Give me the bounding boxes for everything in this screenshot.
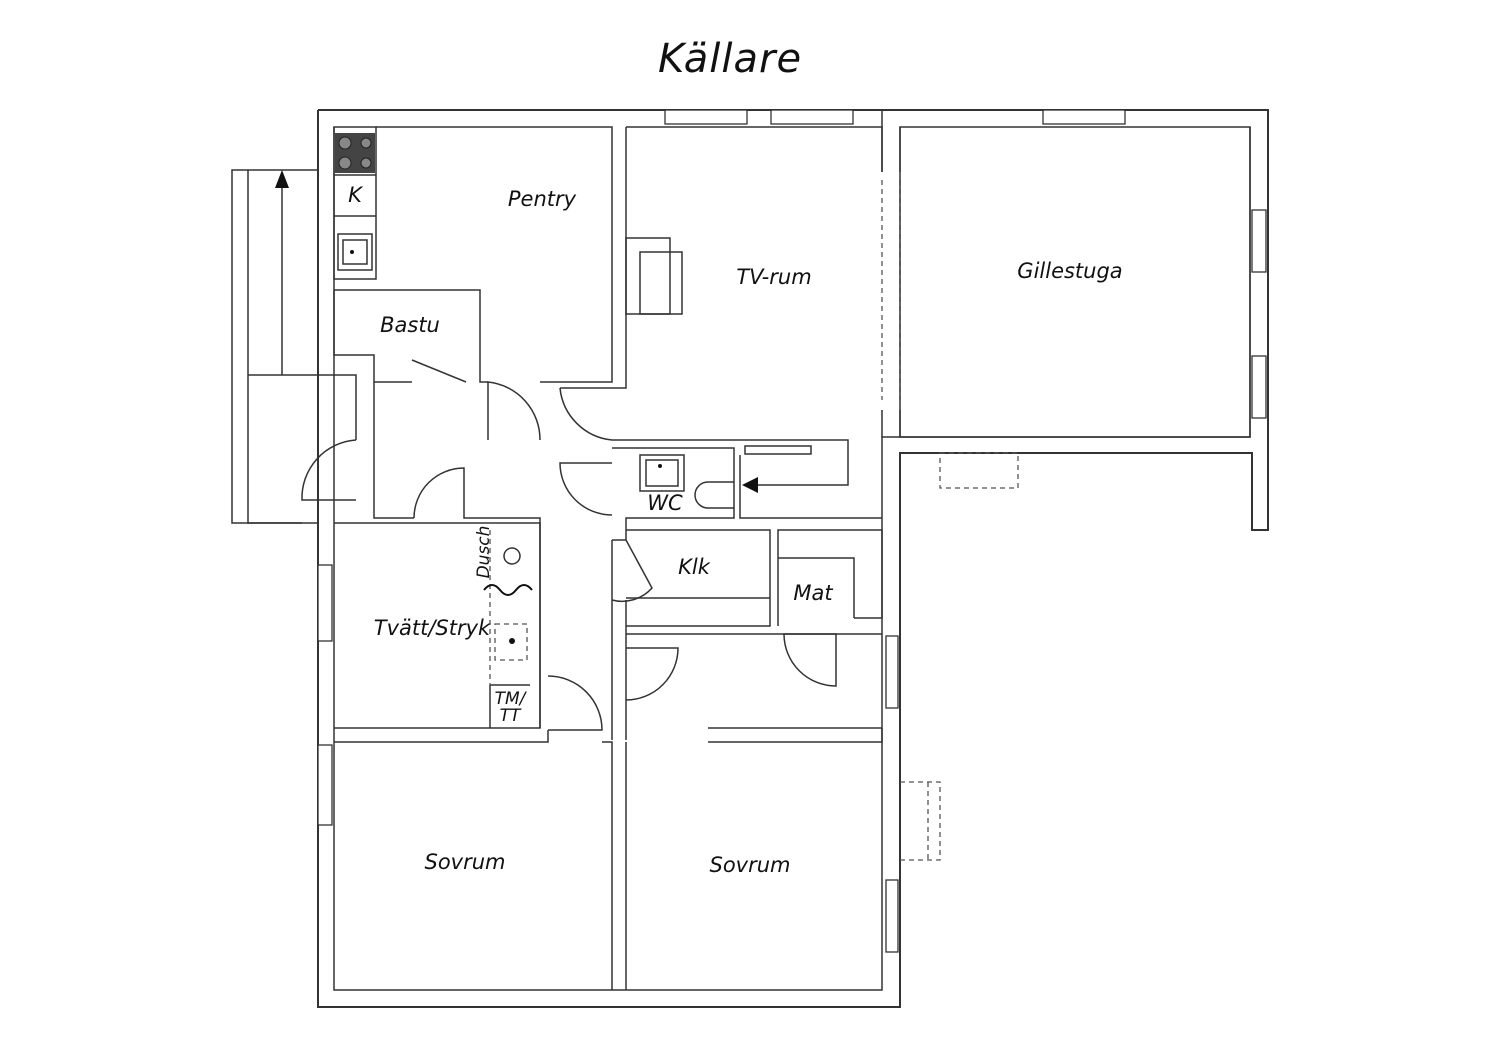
label-dusch: Dusch bbox=[474, 526, 494, 579]
room-wc bbox=[559, 447, 758, 541]
windows bbox=[317, 109, 1267, 953]
room-klk bbox=[626, 529, 771, 627]
room-sovrum-left bbox=[334, 730, 613, 990]
room-tvatt-stryk bbox=[334, 522, 541, 729]
label-tm-line1: TM/ bbox=[495, 689, 528, 709]
sink-icon bbox=[494, 623, 528, 661]
arrow-icon bbox=[742, 477, 758, 493]
toilet-icon bbox=[694, 481, 734, 509]
floor-title: Källare bbox=[657, 36, 803, 82]
hall-walls bbox=[373, 382, 679, 740]
label-tvatt-stryk: Tvätt/Stryk bbox=[374, 616, 491, 640]
label-klk: Klk bbox=[678, 555, 711, 579]
sink-icon bbox=[337, 233, 373, 271]
label-tm-line2: TT bbox=[500, 706, 522, 726]
shower-icon bbox=[503, 547, 521, 565]
room-bastu bbox=[333, 290, 467, 383]
room-mat bbox=[626, 529, 883, 687]
label-pentry: Pentry bbox=[508, 187, 577, 211]
kitchen-counter bbox=[333, 126, 377, 280]
label-sovrum-right: Sovrum bbox=[709, 853, 790, 877]
fireplace-icon bbox=[625, 237, 671, 315]
exterior-stairs bbox=[231, 169, 357, 524]
room-pentry bbox=[334, 126, 613, 441]
room-sovrum-right bbox=[625, 727, 941, 990]
label-sovrum-left: Sovrum bbox=[424, 850, 505, 874]
room-tv-rum bbox=[559, 110, 901, 519]
label-gillestuga: Gillestuga bbox=[1017, 259, 1122, 283]
label-mat: Mat bbox=[793, 581, 833, 605]
room-gillestuga bbox=[899, 126, 1251, 489]
label-tv-rum: TV-rum bbox=[736, 265, 811, 289]
wc-sink-icon bbox=[639, 454, 685, 492]
label-bastu: Bastu bbox=[380, 313, 440, 337]
label-wc: WC bbox=[647, 491, 683, 515]
label-kitchen: K bbox=[348, 183, 364, 207]
